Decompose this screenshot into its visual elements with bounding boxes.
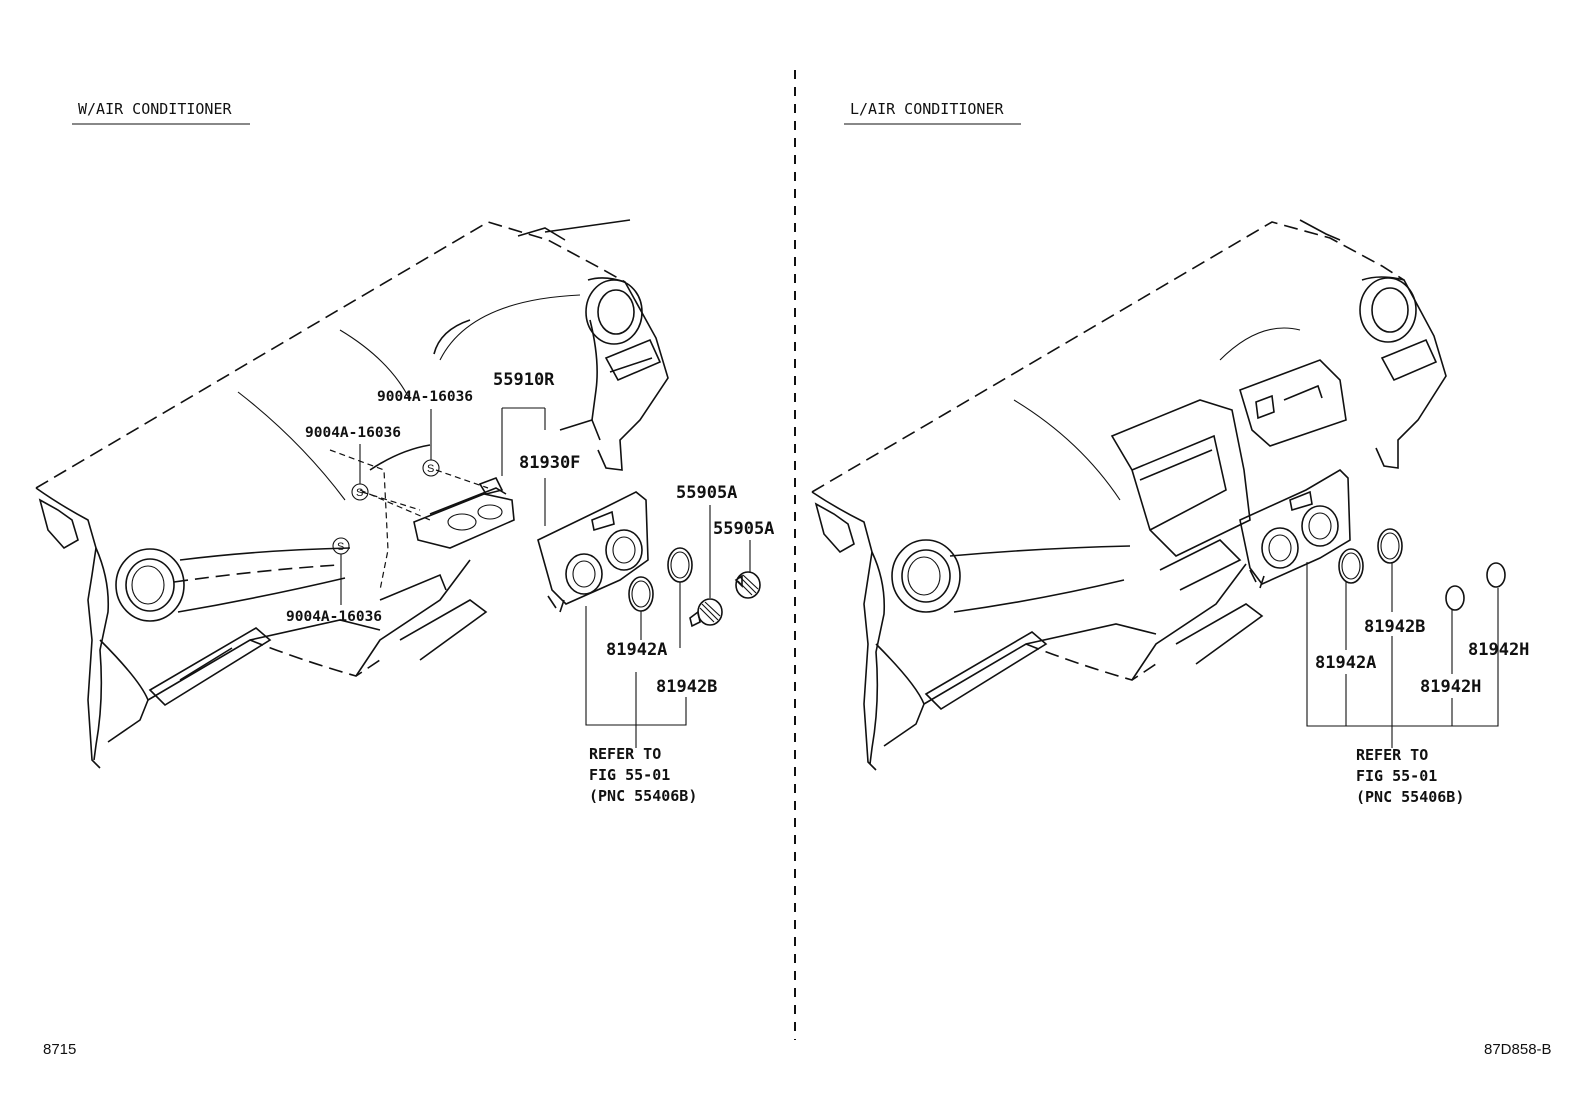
refer-line3-right: (PNC 55406B) [1356,788,1464,806]
control-panel-face-left [537,491,649,613]
part-label-81942A-right: 81942A [1315,653,1376,673]
screw-path-2 [435,469,489,489]
ring-81942B-icon [667,547,693,583]
ring-81942B-right-icon [1377,528,1403,564]
cap-81942H-2-icon [1486,562,1506,588]
part-label-81942B-left: 81942B [656,677,717,697]
part-label-55905A-2: 55905A [713,519,774,539]
screw-path-1 [361,491,421,511]
screw-symbol-label: S [356,487,363,499]
part-label-81942A-left: 81942A [606,640,667,660]
refer-bracket-right [1306,562,1499,748]
control-panel-face-right [1239,468,1351,589]
instrument-panel-left [35,219,669,769]
part-label-81942H-1: 81942H [1468,640,1529,660]
part-label-81930F: 81930F [519,453,580,473]
ring-81942A-icon [628,576,654,612]
ring-81942A-right-icon [1338,548,1364,584]
screw-symbol-icon: S [332,537,350,555]
knob-55905A-icon [734,571,761,599]
screw-symbol-icon: S [422,459,440,477]
part-label-81942H-2: 81942H [1420,677,1481,697]
cap-81942H-1-icon [1445,585,1465,611]
leader-55910R [501,407,546,476]
footer-code-left: 8715 [43,1041,76,1058]
ring-81942A-inner-icon [631,580,651,608]
screw-symbol-label: S [337,541,344,553]
part-label-9004A-16036-bottom: 9004A-16036 [286,609,382,625]
refer-line2-right: FIG 55-01 [1356,767,1437,785]
refer-line1-right: REFER TO [1356,746,1428,764]
refer-line1-left: REFER TO [589,745,661,763]
ring-81942A-right-inner-icon [1341,552,1361,580]
knob-55905A-icon [689,598,723,628]
ring-81942B-inner-icon [670,551,690,579]
part-label-81942B-right: 81942B [1364,617,1425,637]
heading-with-air-conditioner: W/AIR CONDITIONER [78,100,232,118]
part-label-55905A-1: 55905A [676,483,737,503]
part-label-9004A-16036-top: 9004A-16036 [377,389,473,405]
refer-bracket-left [585,582,687,748]
heading-less-air-conditioner: L/AIR CONDITIONER [850,100,1004,118]
refer-line2-left: FIG 55-01 [589,766,670,784]
ring-81942B-right-inner-icon [1380,532,1400,560]
refer-line3-left: (PNC 55406B) [589,787,697,805]
footer-code-right: 87D858-B [1484,1041,1552,1058]
instrument-panel-right [811,219,1447,771]
part-label-9004A-16036-mid: 9004A-16036 [305,425,401,441]
screw-symbol-label: S [427,463,434,475]
part-label-55910R: 55910R [493,370,555,390]
